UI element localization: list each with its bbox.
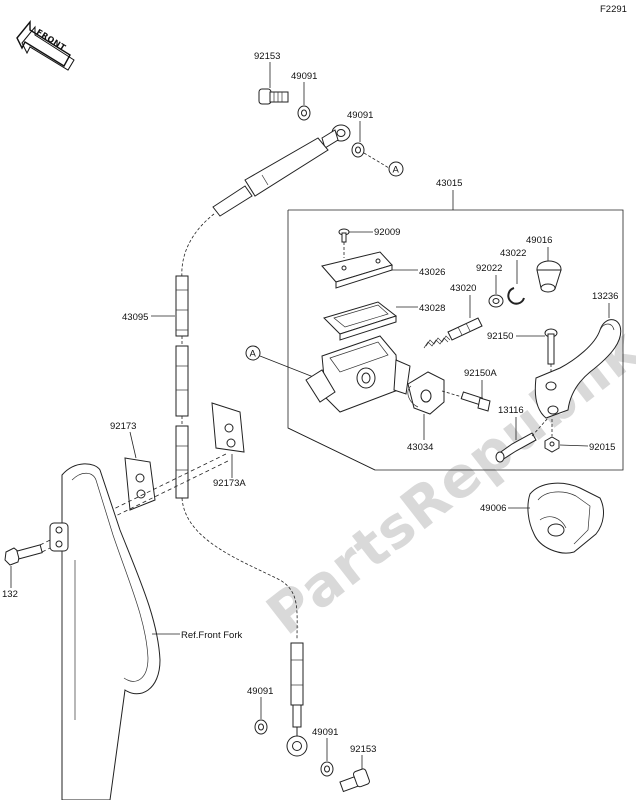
svg-text:A: A [393, 165, 400, 176]
label-43020: 43020 [450, 283, 476, 294]
washer-92022 [488, 294, 504, 308]
label-43015: 43015 [436, 178, 462, 189]
label-49016: 49016 [526, 235, 552, 246]
circlip-43022 [507, 287, 525, 305]
label-43034: 43034 [407, 442, 433, 453]
bolt-132 [4, 544, 43, 566]
label-13116: 13116 [498, 405, 524, 416]
ref-marker-a-master: A [245, 345, 261, 361]
label-43095: 43095 [122, 312, 148, 323]
label-49091-bottom-b: 49091 [312, 727, 338, 738]
screw-92009 [338, 228, 350, 243]
label-43022: 43022 [500, 248, 526, 259]
front-arrow-icon: FRONT [16, 20, 75, 71]
nut-92015 [544, 436, 560, 453]
label-92022: 92022 [476, 263, 502, 274]
label-43026: 43026 [419, 267, 445, 278]
label-92153-top: 92153 [254, 51, 280, 62]
washer-49091-top-a [297, 105, 311, 121]
pin-13116 [495, 432, 537, 463]
washer-49091-bottom-a [254, 719, 268, 735]
brake-hose-bottom-end [286, 642, 308, 757]
label-ref-front-fork: Ref.Front Fork [181, 630, 242, 641]
label-92150: 92150 [487, 331, 513, 342]
ref-marker-a-top: A [388, 161, 404, 177]
label-92150A: 92150A [464, 368, 497, 379]
label-13236: 13236 [592, 291, 618, 302]
svg-text:A: A [250, 349, 257, 360]
label-92173: 92173 [110, 421, 136, 432]
label-43028: 43028 [419, 303, 445, 314]
banjo-bolt-top [258, 88, 289, 105]
master-cylinder-body [305, 335, 411, 413]
washer-49091-bottom-b [320, 761, 334, 777]
label-92009: 92009 [374, 227, 400, 238]
page-code: F2291 [600, 4, 627, 15]
label-49006: 49006 [480, 503, 506, 514]
hose-clamp-92173 [124, 457, 156, 511]
label-49091-top-b: 49091 [347, 110, 373, 121]
label-49091-top-a: 49091 [291, 71, 317, 82]
clamp-holder-43034 [407, 371, 445, 415]
diaphragm-43028 [323, 301, 398, 341]
banjo-bolt-bottom [339, 768, 370, 793]
lever-cover-49006 [527, 482, 604, 554]
washer-49091-top-b [351, 142, 365, 158]
brake-lever-13236 [534, 319, 622, 419]
front-fork-guard [49, 463, 161, 800]
label-92153-bottom: 92153 [350, 744, 376, 755]
hose-clamp-92173A [211, 402, 245, 453]
pivot-bolt-92150 [544, 328, 558, 365]
bolt-92150A [460, 391, 491, 412]
brake-hose-top-end [212, 124, 351, 217]
brake-hose-43095 [175, 275, 189, 499]
dust-boot-49016 [536, 260, 562, 293]
label-49091-bottom-a: 49091 [247, 686, 273, 697]
label-132: 132 [2, 589, 18, 600]
label-92173A: 92173A [213, 478, 246, 489]
label-92015: 92015 [589, 442, 615, 453]
reservoir-cap-43026 [321, 251, 393, 289]
piston-assy-43020 [423, 317, 483, 349]
assembly-box-43015 [287, 209, 624, 471]
